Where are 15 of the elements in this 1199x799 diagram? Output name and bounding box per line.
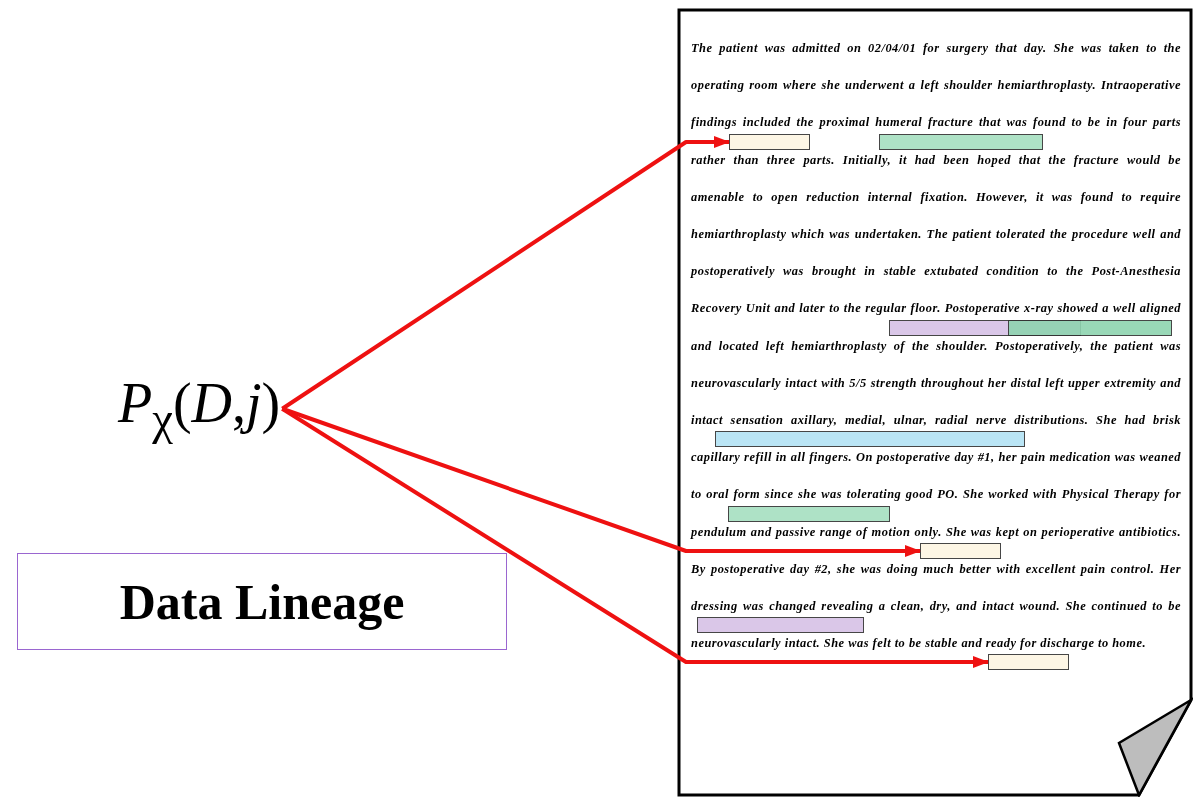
highlight-box xyxy=(697,617,864,633)
arrow xyxy=(281,136,730,411)
highlight-box xyxy=(920,543,1001,559)
caption-box: Data Lineage xyxy=(17,553,507,650)
highlight-box xyxy=(988,654,1069,670)
highlight-box xyxy=(1008,320,1172,336)
highlight-box xyxy=(715,431,1025,447)
report-text: The patient was admitted on 02/04/01 for surgery that day. She was taken to the operating room where she underwent a left shoulder hemiarthroplasty. Intraoperative findings included the proximal humeral fracture that was found to be in four parts rather than three parts. Initially, it had been hoped that the fracture would be amenable to open reduction internal fixation. However, it was found to require hemiarthroplasty which was undertaken. The patient tolerated the procedure well and postoperatively was brought in stable extubated condition to the Post-Anesthesia Recovery Unit and later to the regular floor. Postoperative x-ray showed a well aligned and located left hemiarthroplasty of the shoulder. Postoperatively, the patient was neurovascularly intact with 5/5 strength throughout her distal left upper extremity and intact sensation axillary, medial, ulnar, radial nerve distributions. She had brisk capillary refill in all fingers. On postoperative day #1, her pain medication was weaned to oral form since she was tolerating good PO. She worked with Physical Therapy for pendulum and passive range of motion only. She was kept on perioperative antibiotics. By postoperative day #2, she was doing much better with excellent pain control. Her dressing was changed revealing a clean, dry, and intact wound. She continued to be neurovascularly intact. She was felt to be stable and ready for discharge to home. xyxy=(691,40,1181,653)
arrow xyxy=(281,407,989,668)
document-page xyxy=(677,8,1193,797)
highlight-box xyxy=(879,134,1043,150)
highlight-box xyxy=(728,506,890,522)
arrow xyxy=(281,406,921,557)
formula: P$_{χ}$(D,j) xyxy=(118,373,281,445)
highlight-box xyxy=(729,134,810,150)
